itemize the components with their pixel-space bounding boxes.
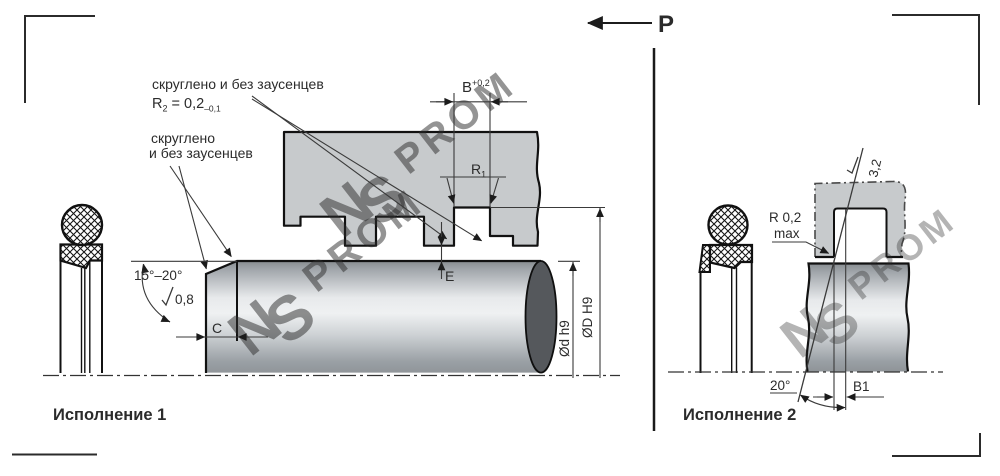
groove2 <box>833 207 888 257</box>
dim-groove-width: B+0,2 <box>462 78 490 96</box>
frame-mark-bottom-right <box>892 433 981 457</box>
view1-dimension-lines <box>131 93 605 378</box>
rod2-body <box>806 263 910 372</box>
edge-radius-leader <box>772 241 830 254</box>
dim-edge-radius-line1: R 0,2 <box>769 210 801 225</box>
r2-value: = 0,2 <box>168 96 205 112</box>
dim-shaft-diameter: Ød h9 <box>557 320 572 357</box>
o-ring-section-2 <box>707 204 749 246</box>
seal-cross-section-1 <box>59 203 104 373</box>
shaft-end-face <box>524 260 558 374</box>
drawing-frame-marks <box>12 14 981 457</box>
dim-edge-radius-line2: max <box>774 226 800 241</box>
view2-parts <box>805 180 911 372</box>
dim-radius1: R1 <box>471 161 486 180</box>
shaft-outline <box>204 259 541 373</box>
caption-view2: Исполнение 2 <box>683 406 796 424</box>
b-base: B <box>462 79 472 96</box>
housing2-phantom-outline <box>814 180 907 258</box>
r2-tol: –0,1 <box>204 104 221 114</box>
seal2-left-block <box>698 244 711 273</box>
dim-chamfer-roughness: 0,8 <box>175 292 194 307</box>
pressure-direction: P <box>586 11 674 38</box>
roughness-check-3-2 <box>846 156 859 174</box>
shaft-body <box>206 261 557 373</box>
note-rounded-line1: скруглено <box>151 130 215 146</box>
pressure-label: P <box>658 11 674 38</box>
seal2-energizer-band <box>708 243 754 270</box>
r1-base: R <box>471 161 481 177</box>
labels: скруглено и без заусенцев R2 = 0,2–0,1 с… <box>53 76 884 424</box>
view2-dimension-lines <box>770 147 884 412</box>
dim-chamfer-c: C <box>212 320 222 336</box>
seal-cross-section-2 <box>698 204 754 373</box>
b-tolerance: +0,2 <box>472 78 490 88</box>
frame-mark-top-right <box>892 14 980 105</box>
note-rounded-burr-free: скруглено и без заусенцев <box>152 76 324 92</box>
caption-view1: Исполнение 1 <box>53 406 166 424</box>
seal-energizer-band <box>59 243 104 270</box>
rod2-outline <box>805 262 911 372</box>
dim-chamfer-angle: 15°–20° <box>134 268 182 283</box>
r2-base: R <box>152 96 162 112</box>
r1-subscript: 1 <box>481 170 486 180</box>
dim-clearance-e: E <box>445 268 454 284</box>
dim-b1: B1 <box>853 379 870 394</box>
seal-lips <box>59 260 103 373</box>
r2-subscript: 2 <box>162 104 167 114</box>
dim-groove-roughness: 3,2 <box>865 158 884 179</box>
seal2-lips <box>699 262 753 373</box>
view1-shaft <box>204 259 558 374</box>
note-rounded-line2: и без заусенцев <box>149 145 253 161</box>
entry-angle-line <box>797 147 864 403</box>
o-ring-section <box>60 203 104 247</box>
dim-entry-angle: 20° <box>770 378 790 393</box>
note-r2-tolerance: R2 = 0,2–0,1 <box>152 96 221 114</box>
frame-mark-top-left <box>24 15 95 103</box>
housing-cross-section <box>282 130 542 247</box>
dim-bore-diameter: ØD H9 <box>580 297 595 338</box>
